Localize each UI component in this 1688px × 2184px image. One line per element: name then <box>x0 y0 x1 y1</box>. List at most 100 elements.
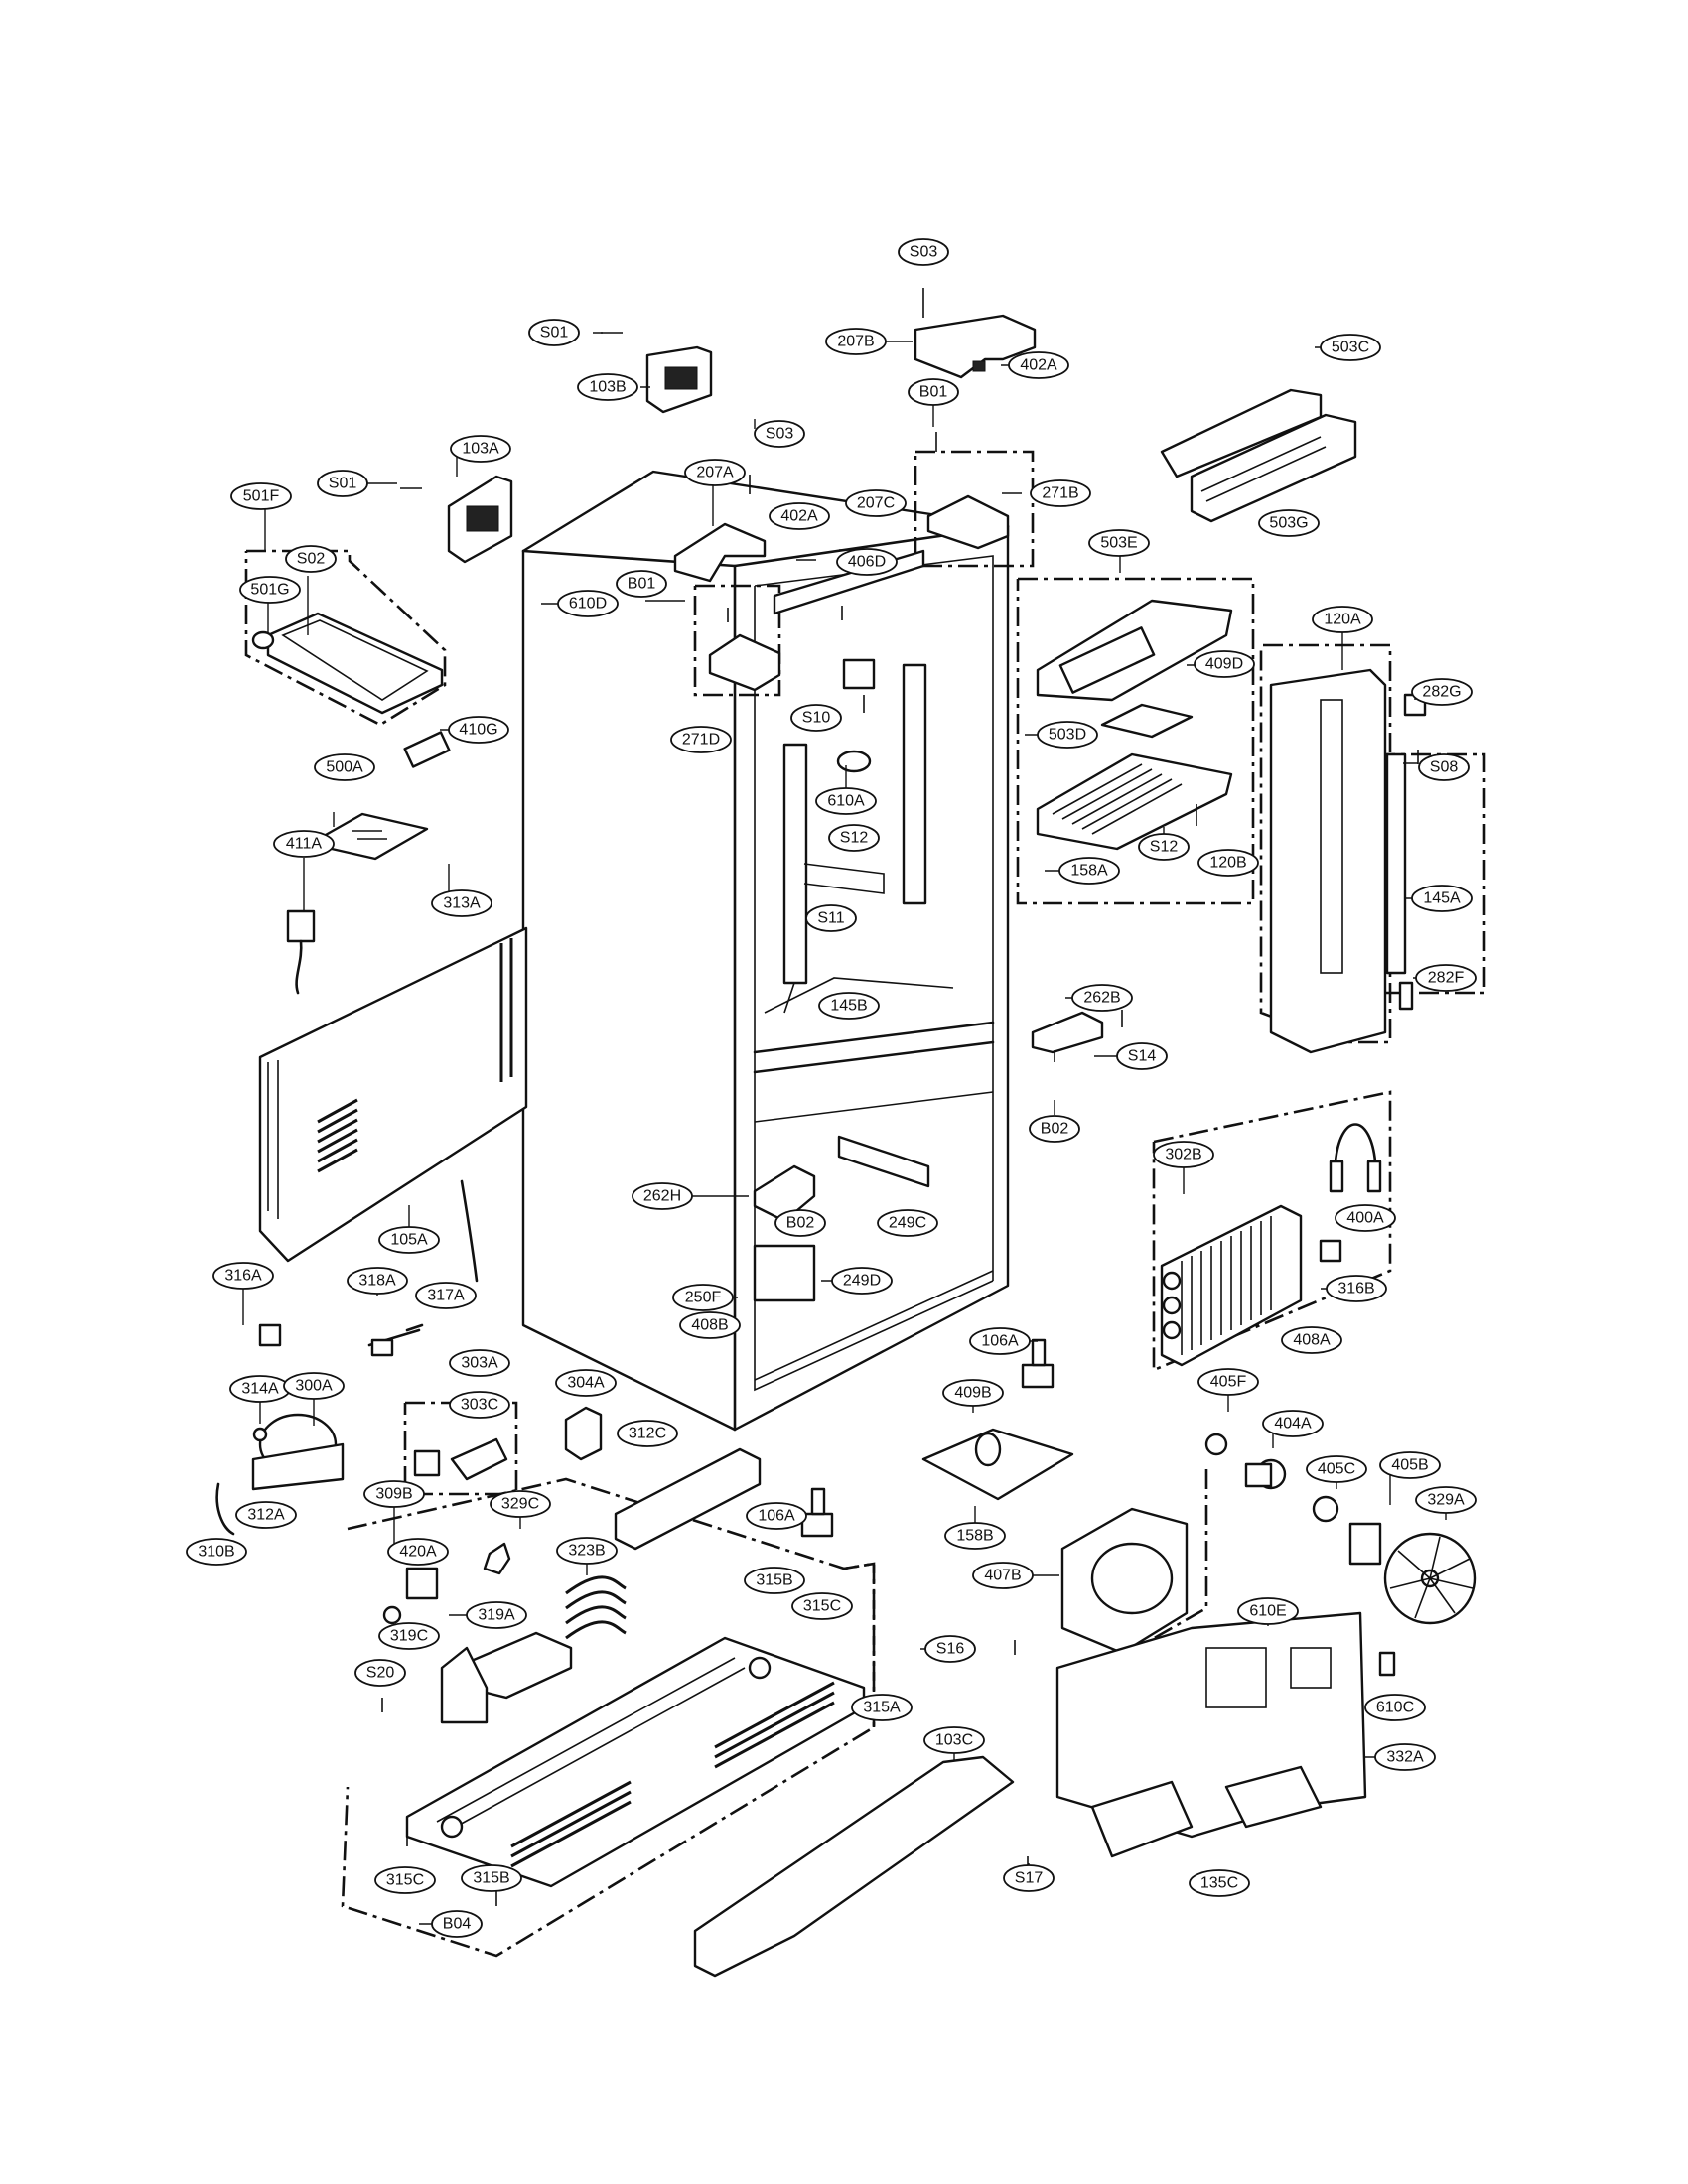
label-oval <box>877 1209 938 1237</box>
label-text: 503E <box>1100 535 1137 552</box>
label-oval <box>898 238 949 266</box>
label-text: S02 <box>297 551 326 568</box>
rear-cover-313A <box>258 926 528 1263</box>
cover-304A <box>564 1406 603 1461</box>
part-label-503c: 503C <box>1320 334 1381 361</box>
rail-249C <box>837 1135 930 1188</box>
part-label-b01-a: B01 <box>908 378 959 406</box>
part-label-s14: S14 <box>1116 1042 1168 1070</box>
label-oval <box>1262 1410 1324 1437</box>
label-text: S03 <box>766 426 794 443</box>
part-label-145a: 145A <box>1411 885 1473 912</box>
part-label-s02: S02 <box>285 545 337 573</box>
label-text: S01 <box>329 476 357 492</box>
label-oval <box>923 1726 985 1754</box>
evaporator-302B <box>1160 1204 1303 1367</box>
part-label-249c: 249C <box>877 1209 938 1237</box>
part-label-207c: 207C <box>845 489 907 517</box>
label-text: 310B <box>198 1544 234 1561</box>
part-label-319a: 319A <box>466 1601 527 1629</box>
label-text: S01 <box>540 325 569 341</box>
part-label-316a: 316A <box>212 1262 274 1290</box>
label-text: 312C <box>629 1426 666 1442</box>
part-label-158a: 158A <box>1058 857 1120 885</box>
label-oval <box>1237 1597 1299 1625</box>
part-label-207b: 207B <box>825 328 887 355</box>
part-label-312c: 312C <box>617 1420 678 1447</box>
screws <box>381 288 1419 1906</box>
label-text: 158A <box>1070 863 1108 880</box>
label-text: 501G <box>250 582 289 599</box>
motor-404A <box>1244 1458 1287 1490</box>
part-label-106a-b: 106A <box>746 1502 807 1530</box>
label-text: 315C <box>386 1872 424 1889</box>
part-label-s01-a: S01 <box>528 319 580 346</box>
label-text: B02 <box>1041 1121 1069 1138</box>
label-oval <box>754 420 805 448</box>
label-oval <box>1418 753 1470 781</box>
part-label-410g: 410G <box>448 716 509 744</box>
heater-400A <box>1329 1123 1382 1193</box>
label-text: S08 <box>1430 759 1459 776</box>
label-text: 315B <box>756 1572 792 1589</box>
part-label-s01-b: S01 <box>317 470 368 497</box>
label-text: B02 <box>786 1215 815 1232</box>
label-text: B01 <box>628 576 656 593</box>
label-text: 332A <box>1386 1749 1424 1766</box>
label-oval <box>1194 650 1255 678</box>
part-label-103b: 103B <box>577 373 638 401</box>
label-oval <box>1335 1204 1396 1232</box>
part-label-409d: 409D <box>1194 650 1255 678</box>
label-oval <box>836 548 898 576</box>
label-oval <box>374 1866 436 1894</box>
shroud-407B <box>1060 1507 1189 1655</box>
label-text: S14 <box>1128 1048 1157 1065</box>
label-text: 410G <box>459 722 497 739</box>
part-label-316b: 316B <box>1326 1275 1387 1302</box>
label-oval <box>415 1282 477 1309</box>
part-label-500a: 500A <box>314 753 375 781</box>
label-text: 103C <box>935 1732 973 1749</box>
label-oval <box>490 1490 551 1518</box>
sensor-610C <box>1378 1651 1396 1677</box>
label-oval <box>944 1522 1006 1550</box>
damper-410G <box>403 731 451 768</box>
label-oval <box>1258 509 1320 537</box>
label-oval <box>1058 857 1120 885</box>
label-oval <box>825 328 887 355</box>
grommet-405F <box>1204 1433 1228 1456</box>
label-oval <box>317 470 368 497</box>
label-oval <box>186 1538 247 1566</box>
label-oval <box>1379 1451 1441 1479</box>
power-cord-411A <box>286 909 316 995</box>
label-oval <box>1197 849 1259 877</box>
label-text: S17 <box>1015 1870 1044 1887</box>
insulation-409D <box>1100 703 1194 739</box>
part-label-610c: 610C <box>1364 1694 1426 1721</box>
pipe-105A <box>460 1179 479 1283</box>
label-text: 315A <box>863 1700 901 1716</box>
label-text: 158B <box>956 1528 993 1545</box>
label-text: S12 <box>1150 839 1179 856</box>
label-oval <box>672 1284 734 1311</box>
label-text: 303A <box>461 1355 498 1372</box>
label-oval <box>1029 1115 1080 1143</box>
part-label-501f: 501F <box>230 482 292 510</box>
label-oval <box>908 378 959 406</box>
label-text: 314A <box>241 1381 279 1398</box>
label-oval <box>1320 334 1381 361</box>
label-oval <box>942 1379 1004 1407</box>
label-text: 503G <box>1269 515 1308 532</box>
part-label-329a: 329A <box>1415 1486 1477 1514</box>
label-text: 249C <box>889 1215 926 1232</box>
label-oval <box>744 1567 805 1594</box>
part-label-s11: S11 <box>805 904 857 932</box>
part-label-315b-b: 315B <box>461 1864 522 1892</box>
relay-303C <box>413 1437 508 1481</box>
part-label-271b: 271B <box>1030 479 1091 507</box>
label-text: 120B <box>1209 855 1246 872</box>
part-label-s03-b: S03 <box>754 420 805 448</box>
label-oval <box>449 1391 510 1419</box>
part-label-420a: 420A <box>387 1538 449 1566</box>
part-label-106a-a: 106A <box>969 1327 1031 1355</box>
